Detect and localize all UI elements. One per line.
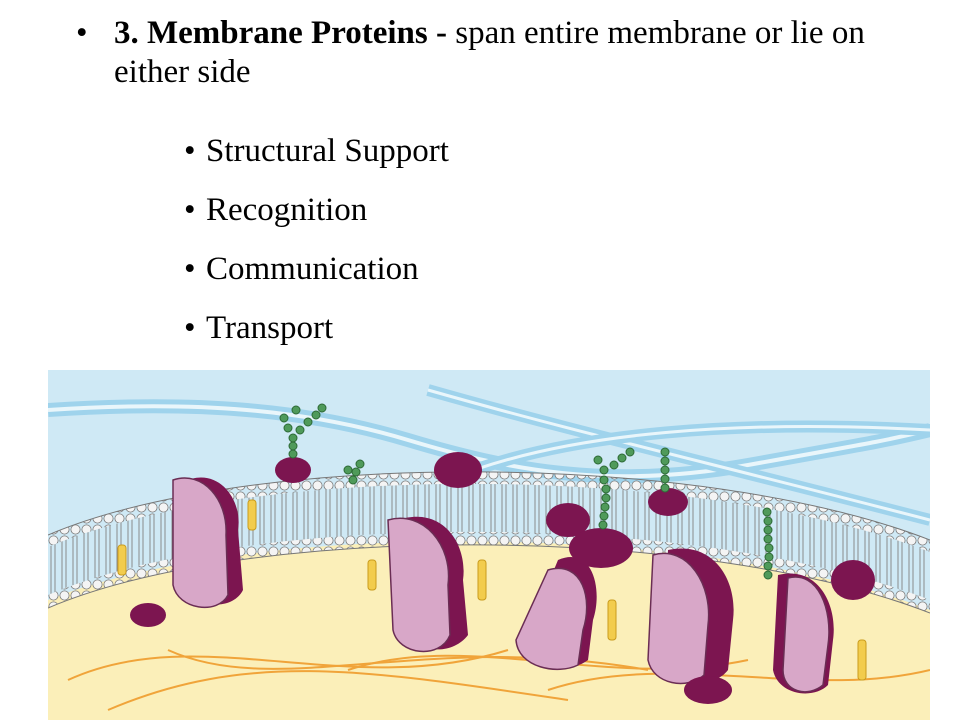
carbohydrate-chain bbox=[343, 459, 365, 485]
peripheral-protein bbox=[434, 452, 482, 488]
transmembrane-protein bbox=[515, 557, 597, 671]
peripheral-protein bbox=[648, 488, 688, 516]
carbohydrate-chain bbox=[660, 447, 670, 493]
peripheral-protein bbox=[684, 676, 732, 704]
peripheral-protein bbox=[275, 457, 311, 483]
heading-number: 3. bbox=[114, 15, 139, 51]
peripheral-protein bbox=[569, 528, 633, 568]
peripheral-protein bbox=[831, 560, 875, 600]
bullet-marker: • bbox=[76, 15, 88, 51]
fiber bbox=[427, 388, 930, 522]
peripheral-protein bbox=[546, 503, 590, 537]
cholesterol bbox=[117, 499, 867, 681]
heading-text: 3. Membrane Proteins - span entire membr… bbox=[114, 14, 894, 92]
sub-item-label: Transport bbox=[206, 310, 334, 346]
outer-lipid-heads bbox=[48, 471, 930, 552]
sub-item-structural-support: • Structural Support bbox=[184, 132, 449, 171]
transmembrane-protein bbox=[647, 548, 734, 685]
sub-item-label: Communication bbox=[206, 251, 419, 287]
sub-item-label: Recognition bbox=[206, 192, 368, 228]
membrane-illustration bbox=[48, 370, 930, 720]
sub-item-recognition: • Recognition bbox=[184, 191, 367, 230]
bullet-marker: • bbox=[184, 192, 196, 228]
sub-item-transport: • Transport bbox=[184, 309, 333, 348]
fiber bbox=[447, 425, 930, 482]
transmembrane-protein bbox=[387, 516, 468, 652]
carbohydrate-chain bbox=[593, 447, 635, 530]
carbohydrate-chain bbox=[279, 403, 327, 459]
cytoskeleton bbox=[67, 649, 930, 711]
inner-lipid-heads bbox=[48, 531, 930, 613]
fiber bbox=[48, 404, 930, 479]
bullet-marker: • bbox=[184, 133, 196, 169]
transmembrane-protein bbox=[773, 573, 834, 694]
bullet-marker: • bbox=[184, 310, 196, 346]
heading-bold: Membrane Proteins - bbox=[147, 15, 447, 51]
sub-item-label: Structural Support bbox=[206, 133, 449, 169]
sub-item-communication: • Communication bbox=[184, 250, 419, 289]
heading-rest: span entire membrane or lie on either si… bbox=[114, 15, 865, 90]
bullet-marker: • bbox=[184, 251, 196, 287]
peripheral-protein bbox=[130, 603, 166, 627]
transmembrane-protein bbox=[172, 477, 243, 609]
lipid-tails bbox=[48, 483, 930, 600]
carbohydrate-chain bbox=[762, 507, 774, 580]
